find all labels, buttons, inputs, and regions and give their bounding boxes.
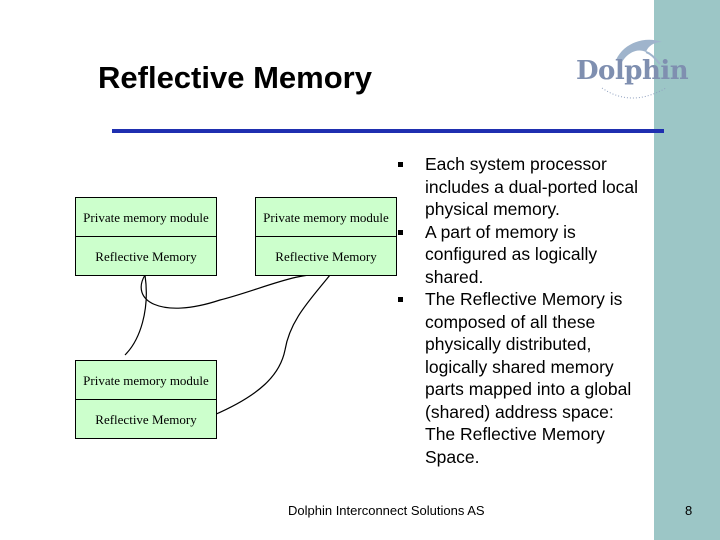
footer-text: Dolphin Interconnect Solutions AS <box>288 503 485 518</box>
module-box-2: Private memory module Reflective Memory <box>255 197 397 276</box>
private-memory-label: Private memory module <box>256 198 396 237</box>
page-number: 8 <box>685 503 693 518</box>
module-box-3: Private memory module Reflective Memory <box>75 360 217 439</box>
bullet-item: The Reflective Memory is composed of all… <box>393 288 648 468</box>
bullet-item: Each system processor includes a dual-po… <box>393 153 648 221</box>
bullet-square-icon <box>398 229 403 235</box>
reflective-memory-label: Reflective Memory <box>275 248 377 264</box>
bullet-text: The Reflective Memory is composed of all… <box>425 289 632 467</box>
bullet-text: Each system processor includes a dual-po… <box>425 154 639 219</box>
module-box-1: Private memory module Reflective Memory <box>75 197 217 276</box>
bullet-text: A part of memory is configured as logica… <box>425 221 598 287</box>
title-rule <box>112 129 664 133</box>
reflective-memory-label: Reflective Memory <box>95 411 197 427</box>
dolphin-icon <box>616 39 662 65</box>
private-memory-label: Private memory module <box>76 361 216 400</box>
dolphin-logo: Dolphin <box>576 30 689 110</box>
slide-title: Reflective Memory <box>98 60 372 95</box>
bullet-list: Each system processor includes a dual-po… <box>393 153 648 468</box>
logo-wordmark: Dolphin <box>576 56 689 86</box>
bullet-item: A part of memory is configured as logica… <box>393 221 648 289</box>
bullet-square-icon <box>398 162 403 167</box>
right-color-band <box>654 0 720 540</box>
reflective-memory-label: Reflective Memory <box>95 248 197 264</box>
bullet-square-icon <box>398 297 403 302</box>
private-memory-label: Private memory module <box>76 198 216 237</box>
logo-tagline-arc <box>601 87 667 99</box>
